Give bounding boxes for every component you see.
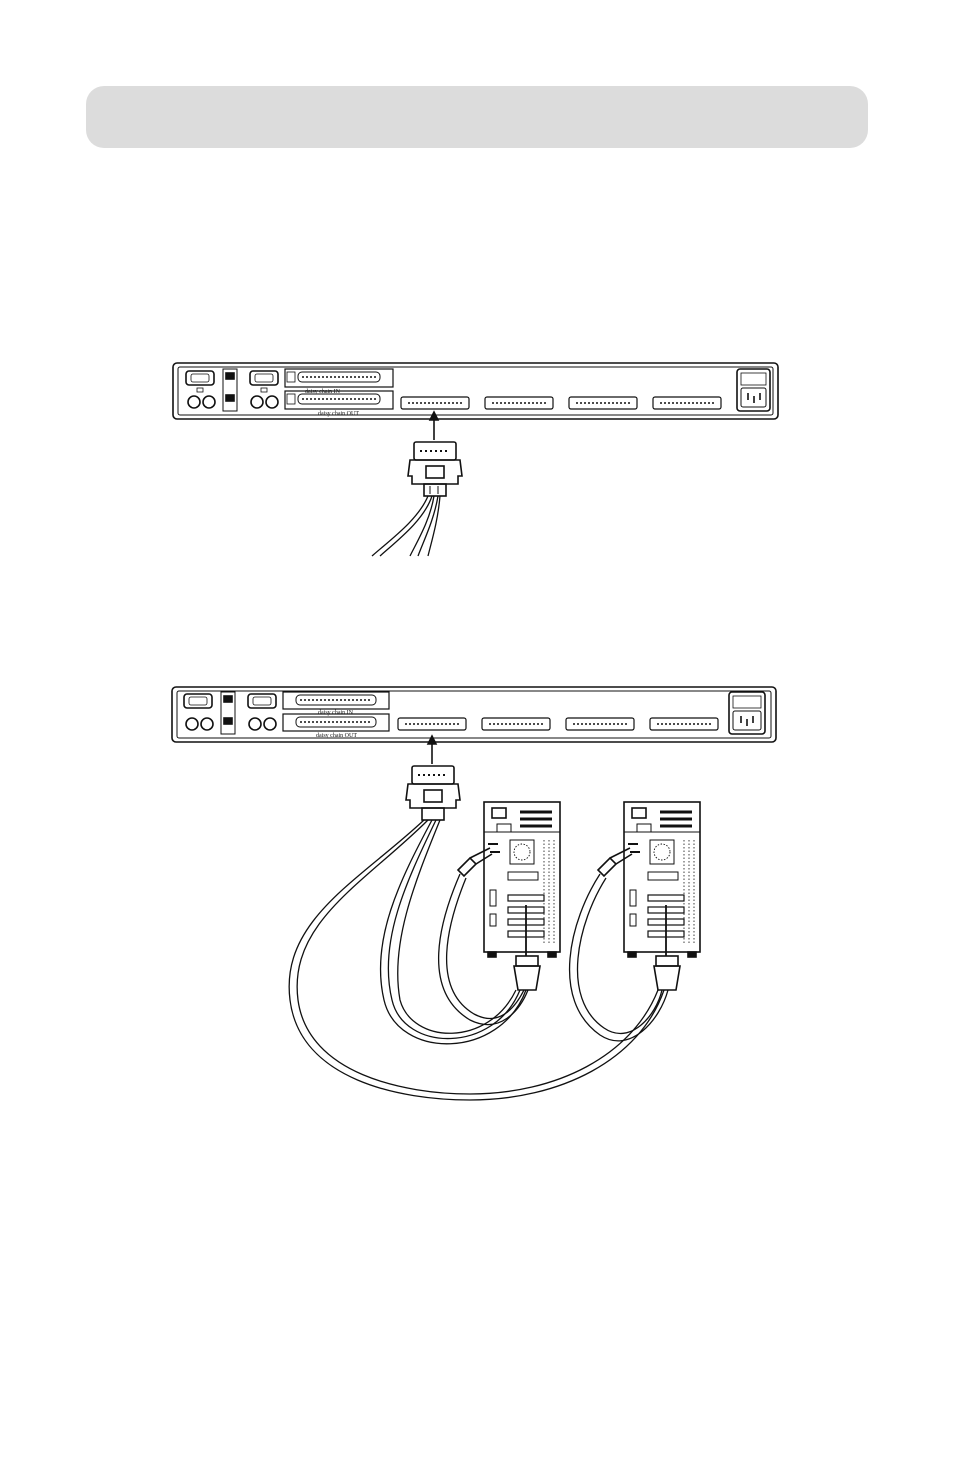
vga-connector-2 bbox=[654, 905, 680, 990]
connection-arrow-1 bbox=[430, 412, 438, 440]
kvm-switch-rear-panel-2 bbox=[172, 687, 776, 742]
daisy-out-label-1: daisy chain OUT bbox=[318, 411, 359, 417]
kvm-cable-connector-1 bbox=[408, 442, 462, 496]
kvm-cable-bundle-1 bbox=[372, 496, 440, 556]
daisy-in-label-2: daisy chain IN bbox=[318, 710, 354, 716]
computer-tower-1 bbox=[484, 802, 560, 957]
ps2-plugs-2 bbox=[598, 844, 640, 876]
daisy-in-label-1: daisy chain IN bbox=[305, 389, 341, 395]
ps2-plugs-1 bbox=[458, 844, 500, 876]
vga-connector-1 bbox=[514, 905, 540, 990]
connection-arrow-2 bbox=[428, 736, 436, 764]
kvm-cable-connector-2 bbox=[406, 766, 460, 820]
kvm-switch-rear-panel-1 bbox=[173, 363, 778, 419]
daisy-out-label-2: daisy chain OUT bbox=[316, 733, 357, 739]
computer-tower-2 bbox=[624, 802, 700, 957]
